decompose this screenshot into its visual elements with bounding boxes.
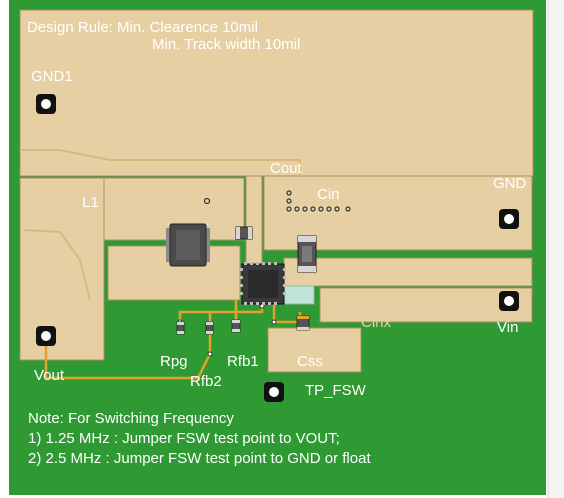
css-copper-pour — [267, 327, 362, 373]
gnd-strip-pour — [283, 257, 533, 287]
label-rfb2: Rfb2 — [190, 373, 222, 390]
ic-thermal-pad — [283, 285, 315, 305]
test-point-gnd — [499, 209, 519, 229]
vout-inner-trace — [23, 229, 91, 301]
regulator-ic — [240, 262, 286, 305]
capacitor-css — [296, 315, 310, 331]
capacitor-cin — [297, 235, 317, 273]
note-line1: 1) 1.25 MHz : Jumper FSW test point to V… — [28, 430, 340, 447]
via — [286, 198, 292, 204]
label-gnd: GND — [493, 175, 527, 192]
inductor-l1 — [166, 223, 210, 267]
via — [294, 206, 300, 212]
via — [345, 206, 351, 212]
label-l1: L1 — [82, 194, 99, 211]
via — [334, 206, 340, 212]
via — [302, 206, 308, 212]
vout-copper-pour — [19, 177, 105, 361]
gnd1-inner-trace — [22, 149, 301, 176]
test-point-fsw — [264, 382, 284, 402]
label-vout: Vout — [34, 367, 65, 384]
via — [318, 206, 324, 212]
label-cin: Cin — [317, 186, 340, 203]
label-css: Css — [297, 353, 323, 370]
via — [203, 197, 211, 205]
test-point-vout — [36, 326, 56, 346]
label-rpg: Rpg — [160, 353, 188, 370]
capacitor-small — [235, 226, 253, 240]
vin-copper-pour — [319, 287, 533, 323]
test-point-vin — [499, 291, 519, 311]
design-rule-line2: Min. Track width 10mil — [152, 36, 300, 53]
via — [271, 319, 277, 325]
resistor-rfb2 — [205, 321, 214, 335]
resistor-rfb1 — [231, 319, 241, 333]
via — [326, 206, 332, 212]
label-gnd1: GND1 — [31, 68, 73, 85]
via — [310, 206, 316, 212]
resistor-rpg — [176, 321, 185, 335]
via — [286, 206, 292, 212]
gnd-neck-pour — [245, 175, 263, 267]
note-title: Note: For Switching Frequency — [28, 410, 234, 427]
label-rfb1: Rfb1 — [227, 353, 259, 370]
label-cout: Cout — [270, 160, 303, 177]
label-vin: Vin — [497, 319, 518, 336]
via — [286, 190, 292, 196]
via — [207, 351, 213, 357]
label-cinx: Cinx — [361, 314, 392, 331]
design-rule-line1: Design Rule: Min. Clearence 10mil — [27, 19, 258, 36]
label-tp-fsw: TP_FSW — [305, 382, 367, 399]
note-line2: 2) 2.5 MHz : Jumper FSW test point to GN… — [28, 450, 371, 467]
test-point-gnd1 — [36, 94, 56, 114]
